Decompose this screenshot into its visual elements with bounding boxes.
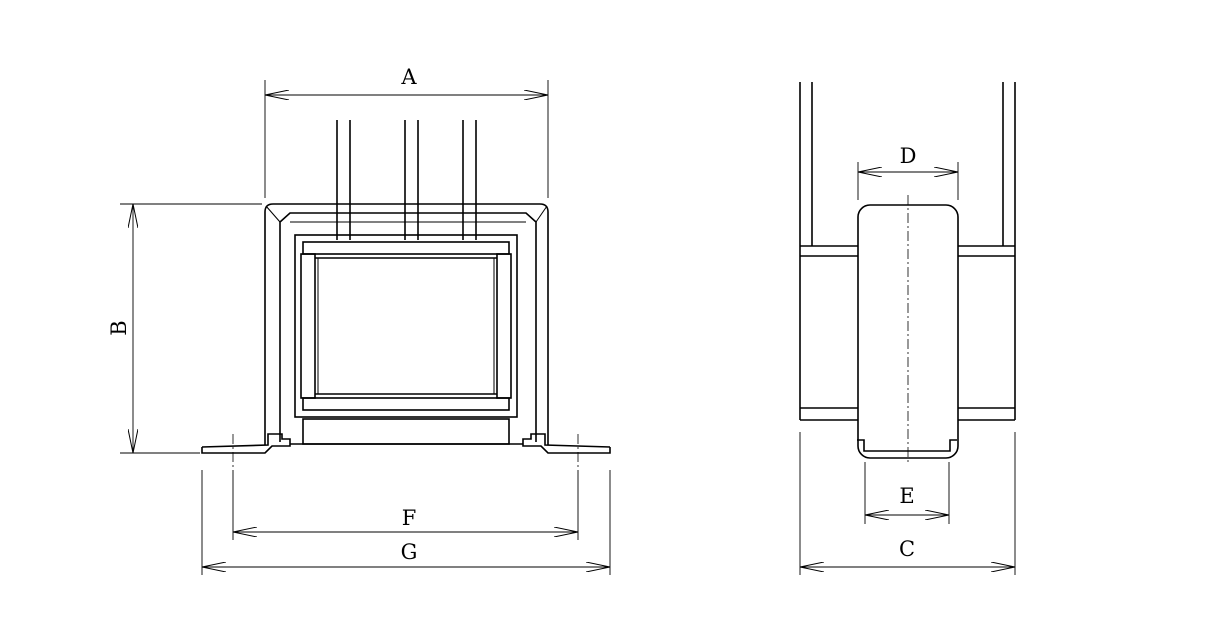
- mounting-feet: [201, 433, 611, 454]
- dimension-label-A: A: [400, 65, 417, 89]
- dimension-F: F: [232, 470, 579, 540]
- dimension-D: D: [857, 144, 959, 200]
- dimension-label-D: D: [900, 144, 917, 168]
- dimension-label-E: E: [899, 484, 914, 508]
- dimension-label-F: F: [402, 506, 417, 530]
- dimension-G: G: [201, 470, 611, 575]
- coil: [300, 241, 512, 411]
- dimension-A: A: [264, 65, 549, 198]
- front-view: [201, 120, 611, 470]
- dimension-B: B: [107, 203, 262, 454]
- side-bottom-clamp: [857, 439, 957, 452]
- side-core: [799, 245, 1016, 421]
- dimension-label-C: C: [899, 537, 915, 561]
- dimension-label-B: B: [107, 320, 131, 335]
- lower-core: [302, 418, 510, 445]
- side-bracket-arms: [799, 82, 1016, 246]
- lead-wires: [336, 120, 477, 240]
- core-window: [294, 234, 518, 418]
- dimension-label-G: G: [401, 540, 418, 564]
- dimension-E: E: [864, 462, 950, 524]
- side-view: [799, 82, 1016, 465]
- dimension-C: C: [799, 432, 1016, 575]
- mounting-frame: [264, 203, 549, 445]
